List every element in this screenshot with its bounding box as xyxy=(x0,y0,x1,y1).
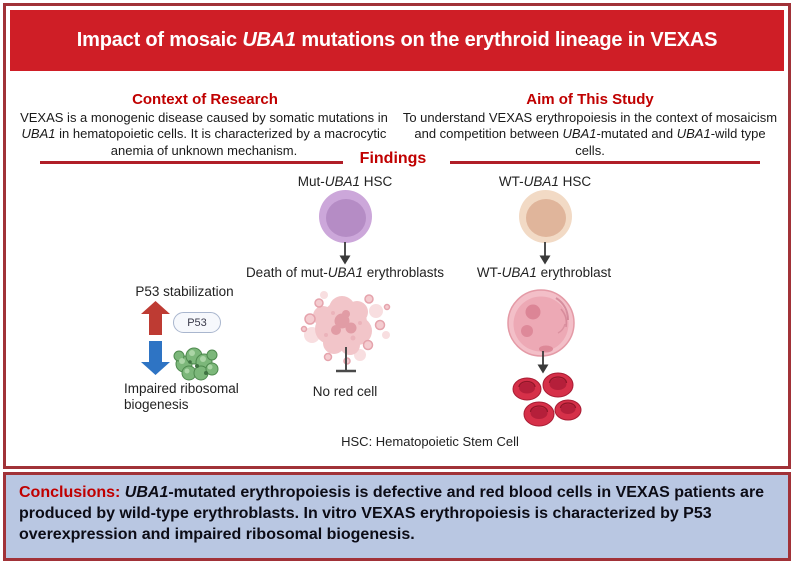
findings-heading: Findings xyxy=(359,150,427,167)
conclusions-box: Conclusions: UBA1-mutated erythropoiesis… xyxy=(3,472,791,561)
wt-erythroblast-cell-icon xyxy=(507,289,575,357)
aim-body: To understand VEXAS erythropoiesis in th… xyxy=(402,110,778,158)
arrow-down-icon xyxy=(537,351,549,374)
wt-hsc-label: WT-UBA1 HSC xyxy=(498,174,592,189)
impaired-ribosomal-label: Impaired ribosomal biogenesis xyxy=(124,381,239,413)
up-arrow-red-icon xyxy=(141,301,170,335)
findings-divider-left xyxy=(40,161,343,164)
title-banner: Impact of mosaic UBA1 mutations on the e… xyxy=(10,10,784,71)
title-gene: UBA1 xyxy=(242,29,296,51)
aim-heading: Aim of This Study xyxy=(526,91,654,108)
mut-hsc-nucleus-icon xyxy=(326,199,366,237)
down-arrow-blue-icon xyxy=(141,341,170,375)
wt-hsc-nucleus-icon xyxy=(526,199,566,237)
wt-erythroblast-label: WT-UBA1 erythroblast xyxy=(476,265,612,280)
no-red-cell-label: No red cell xyxy=(312,384,378,399)
aim-gene-1: UBA1 xyxy=(562,126,597,142)
p53-stabilization-label: P53 stabilization xyxy=(135,284,234,299)
context-gene: UBA1 xyxy=(21,126,56,142)
conclusions-gene: UBA1 xyxy=(124,484,169,501)
dying-cell-icon xyxy=(300,291,391,365)
mut-hsc-label: Mut-UBA1 HSC xyxy=(297,174,393,189)
page-title: Impact of mosaic UBA1 mutations on the e… xyxy=(76,29,718,51)
inhibition-bar-icon xyxy=(336,347,356,373)
wt-hsc-cell-icon xyxy=(519,190,572,243)
conclusions-body: -mutated erythropoiesis is defective and… xyxy=(19,484,765,544)
context-body: VEXAS is a monogenic disease caused by s… xyxy=(20,110,388,158)
arrow-down-icon xyxy=(539,242,551,265)
arrow-down-icon xyxy=(339,242,351,265)
ribosome-icon xyxy=(173,347,219,381)
red-blood-cells-icon xyxy=(512,372,582,427)
mut-hsc-cell-icon xyxy=(319,190,372,243)
conclusions-label: Conclusions: xyxy=(19,484,125,501)
hsc-footnote: HSC: Hematopoietic Stem Cell xyxy=(341,434,519,449)
p53-badge: P53 xyxy=(173,312,221,333)
main-panel xyxy=(3,3,791,469)
findings-divider-right xyxy=(450,161,760,164)
context-heading: Context of Research xyxy=(132,91,278,108)
aim-gene-2: UBA1 xyxy=(676,126,711,142)
death-erythroblasts-label: Death of mut-UBA1 erythroblasts xyxy=(245,265,445,280)
